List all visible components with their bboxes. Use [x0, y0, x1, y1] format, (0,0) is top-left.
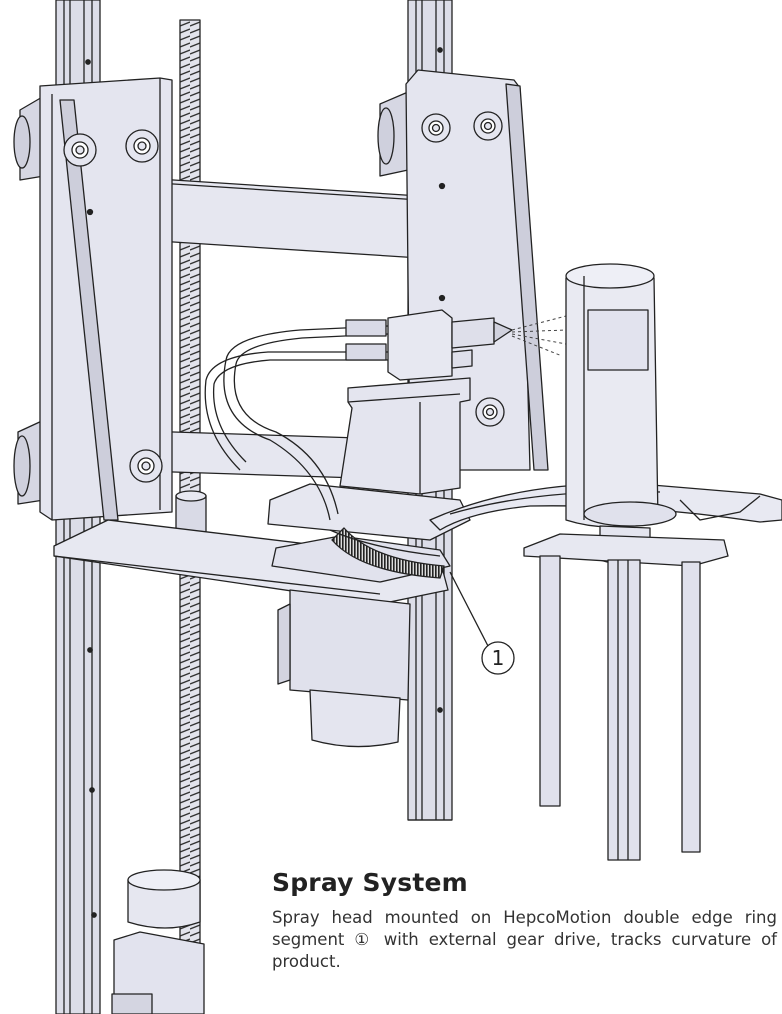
callout-number: 1: [492, 646, 505, 670]
product-cylinder: [565, 263, 677, 565]
left-bearing-blocks: [13, 95, 45, 505]
product-support-stand: [523, 533, 729, 861]
ring-segment-carriage: [267, 483, 471, 541]
gear-rack-teeth: [331, 527, 445, 579]
figure-caption: Spray System Spray head mounted on Hepco…: [272, 868, 777, 973]
lead-screw-motor: [111, 869, 205, 1014]
gear-motor: [277, 589, 411, 748]
callout-1: 1: [449, 571, 515, 675]
spray-head-mount: [339, 377, 471, 495]
spray-hoses: [204, 325, 389, 521]
callout-leader-line: [449, 571, 489, 647]
caption-title: Spray System: [272, 868, 468, 897]
spray-mist-lines: [511, 315, 567, 357]
caption-body: Spray head mounted on HepcoMotion double…: [272, 908, 777, 971]
spray-head: [387, 309, 513, 381]
left-mounting-plate: [39, 77, 173, 521]
right-bearing-block: [377, 91, 409, 177]
callout-marker: [481, 641, 515, 675]
